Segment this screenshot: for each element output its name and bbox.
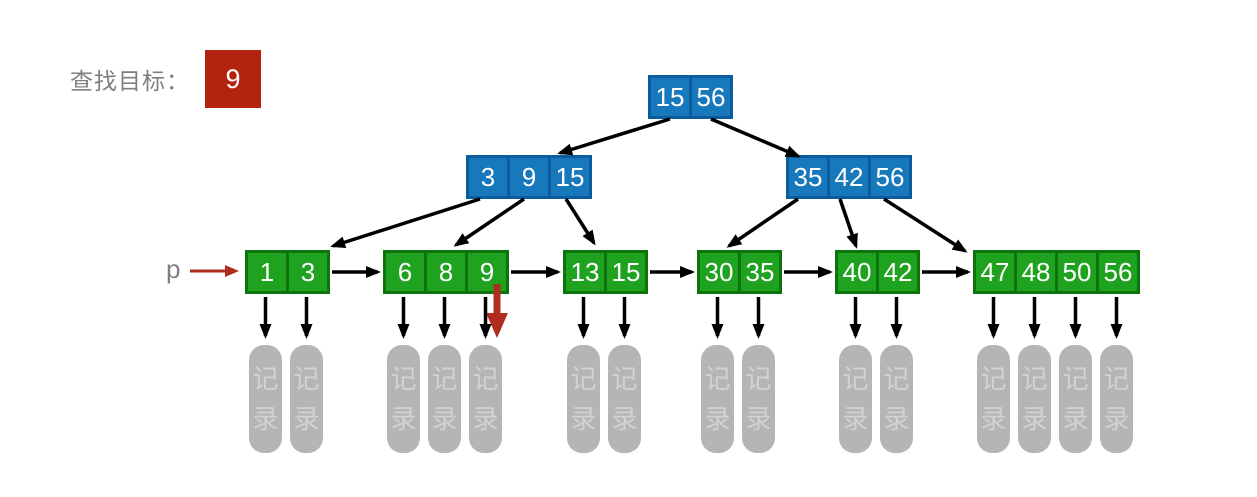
record-box: 记录: [290, 345, 323, 453]
arrow-internal-left-to-leaf-1: [330, 197, 481, 249]
record-label-char: 记: [745, 364, 772, 394]
record-label-char: 记: [390, 364, 417, 394]
record-label-char: 记: [431, 364, 458, 394]
record-label-char: 记: [1103, 364, 1130, 394]
arrow-root-to-right-internal: [710, 117, 801, 158]
arrow-root-to-left-internal: [557, 117, 671, 156]
record-label-char: 录: [883, 404, 910, 434]
leaf-node-2-key-cell: 9: [465, 250, 509, 294]
leaf-node-6-key-cell: 50: [1055, 250, 1099, 294]
search-target-label: 查找目标：: [70, 68, 190, 94]
leaf-node-4-key-cell: 35: [738, 250, 782, 294]
record-box: 记录: [880, 345, 913, 453]
record-label-char: 录: [980, 404, 1007, 434]
record-box: 记录: [428, 345, 461, 453]
record-box: 记录: [608, 345, 641, 453]
arrow-internal-right-to-leaf-4: [726, 197, 799, 248]
leaf-node-3-key-cell: 13: [563, 250, 607, 294]
internal-node-left-key-cell: 3: [466, 155, 510, 199]
leaf-node-6-key-cell: 48: [1014, 250, 1058, 294]
record-label-char: 记: [842, 364, 869, 394]
leaf-node-1-key-cell: 1: [245, 250, 289, 294]
record-label-char: 记: [252, 364, 279, 394]
leaf-node-4-key-cell: 30: [697, 250, 741, 294]
record-box: 记录: [249, 345, 282, 453]
record-box: 记录: [1059, 345, 1092, 453]
record-box: 记录: [839, 345, 872, 453]
record-label-char: 记: [704, 364, 731, 394]
leaf-node-5-key-cell: 40: [835, 250, 879, 294]
internal-node-left-key-cell: 15: [548, 155, 592, 199]
record-label-char: 录: [1103, 404, 1130, 434]
record-label-char: 录: [745, 404, 772, 434]
pointer-p-label: p: [166, 254, 181, 284]
root-node-key-cell: 15: [648, 75, 692, 119]
internal-node-right-key-cell: 42: [827, 155, 871, 199]
record-box: 记录: [701, 345, 734, 453]
record-box: 记录: [567, 345, 600, 453]
leaf-to-record-arrows: [259, 297, 1123, 339]
record-box: 记录: [387, 345, 420, 453]
record-label-char: 记: [883, 364, 910, 394]
record-box: 记录: [469, 345, 502, 453]
leaf-node-2-key-cell: 6: [383, 250, 427, 294]
leaf-node-6-key-cell: 56: [1096, 250, 1140, 294]
record-label-char: 记: [1062, 364, 1089, 394]
internal-node-right-key-cell: 35: [786, 155, 830, 199]
leaf-node-3-key-cell: 15: [604, 250, 648, 294]
internal-node-left-key-cell: 9: [507, 155, 551, 199]
record-label-char: 录: [570, 404, 597, 434]
record-label-char: 录: [431, 404, 458, 434]
root-node-key-cell: 56: [689, 75, 733, 119]
internal-node-right-key-cell: 56: [868, 155, 912, 199]
record-label-char: 录: [252, 404, 279, 434]
leaf-node-1-key-cell: 3: [286, 250, 330, 294]
record-label-char: 记: [570, 364, 597, 394]
record-box: 记录: [1100, 345, 1133, 453]
leaf-node-6-key-cell: 47: [973, 250, 1017, 294]
record-box: 记录: [1018, 345, 1051, 453]
arrow-internal-right-to-leaf-6: [883, 197, 968, 253]
record-label-char: 录: [704, 404, 731, 434]
arrow-internal-left-to-leaf-2: [453, 197, 525, 247]
record-label-char: 录: [293, 404, 320, 434]
record-label-char: 录: [472, 404, 499, 434]
arrow-internal-left-to-leaf-3: [564, 198, 596, 246]
record-label-char: 记: [293, 364, 320, 394]
record-label-char: 录: [611, 404, 638, 434]
search-target-value-box: 9: [205, 50, 261, 108]
record-label-char: 录: [842, 404, 869, 434]
record-label-char: 记: [980, 364, 1007, 394]
leaf-node-5-key-cell: 42: [876, 250, 920, 294]
record-label-char: 录: [1062, 404, 1089, 434]
leaf-node-2-key-cell: 8: [424, 250, 468, 294]
search-target-value: 9: [225, 63, 241, 94]
record-label-char: 录: [1021, 404, 1048, 434]
arrow-internal-right-to-leaf-5: [838, 198, 858, 249]
record-label-char: 录: [390, 404, 417, 434]
record-label-char: 记: [1021, 364, 1048, 394]
record-label-char: 记: [611, 364, 638, 394]
record-box: 记录: [742, 345, 775, 453]
record-label-char: 记: [472, 364, 499, 394]
record-box: 记录: [977, 345, 1010, 453]
